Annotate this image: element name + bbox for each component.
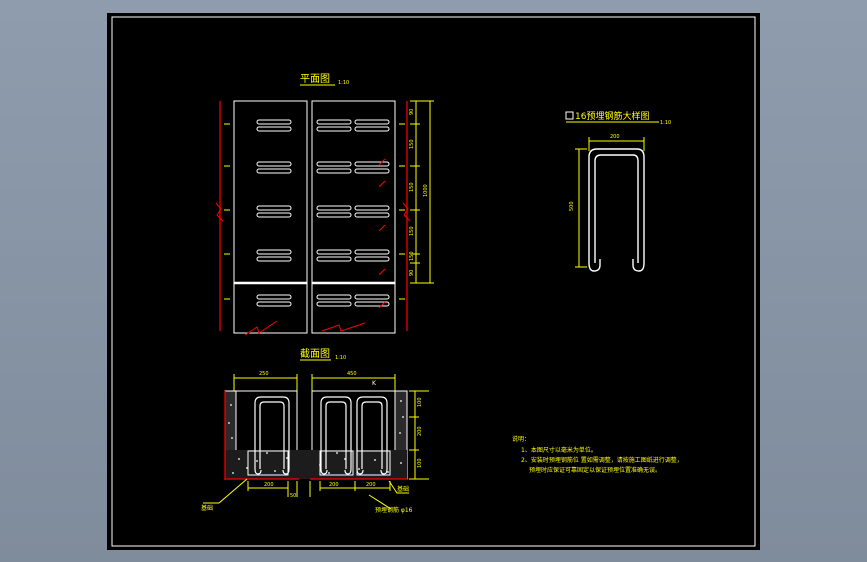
section-dim-bottom-mid: 200 [329,482,339,488]
section-callout-lines [203,478,409,510]
plan-scale: 1:10 [338,80,349,86]
section-top-dims [233,374,396,391]
plan-break-left [215,202,224,222]
plan-dim-6: 90 [409,270,415,276]
plan-slab-right [311,100,396,334]
plan-title: 平面图 [300,73,330,85]
section-dim-small-left: 50 [290,493,296,499]
detail-dim-width: 200 [610,134,620,140]
plan-dim-2: 150 [409,139,415,149]
notes-heading: 说明： [512,435,530,443]
section-right-dims [409,390,429,480]
detail-view: 16预埋钢筋大样图 1:10 200 500 [565,110,671,272]
drawing-svg: 平面图 1:10 [111,16,756,547]
detail-dim-height: 500 [569,201,575,211]
section-side-dim-1: 100 [417,397,423,407]
section-scale: 1:10 [335,355,346,361]
section-marker-k: K [372,380,377,387]
callout-bottom: 预埋钢筋 φ16 [375,506,413,514]
section-dim-top-right: 450 [347,371,357,377]
section-rebars [254,396,388,475]
detail-dims [575,137,645,268]
section-dim-top-left: 250 [259,371,269,377]
section-side-dim-3: 100 [417,458,423,468]
plan-view: 平面图 1:10 [215,73,434,336]
notes-line-3: 预埋时应保证可靠固定以保证预埋位置准确无误。 [529,466,661,474]
section-title: 截面图 [300,347,330,360]
section-dim-bottom-right: 200 [366,482,376,488]
section-pad-mid [319,450,354,476]
plan-dim-1: 90 [409,109,415,115]
callout-left: 基础 [201,504,213,512]
plan-dim-5: 150 [409,251,415,261]
detail-rebar [588,148,645,272]
plan-slab-left [233,100,308,334]
plan-dim-4: 150 [409,226,415,236]
plan-total-dim: 1000 [423,184,429,197]
notes-line-2: 2、安装时预埋钢筋位 置如需调整，请按施工图纸进行调整， [521,456,683,464]
plan-break-right [402,202,411,222]
sheet-frame [111,16,756,547]
section-bottom-dims [247,481,391,497]
notes-line-1: 1、本图尺寸以毫米为单位。 [521,446,597,454]
plan-dim-labels: 90 150 150 150 150 90 1000 [409,109,429,276]
detail-scale: 1:10 [660,120,671,126]
detail-title-box [565,111,574,120]
plan-slots-left [256,119,292,307]
section-side-dim-2: 200 [417,426,423,436]
detail-title: 16预埋钢筋大样图 [575,110,649,122]
plan-edge-ticks [224,123,405,300]
plan-dim-chain [410,100,434,284]
notes: 说明： 1、本图尺寸以毫米为单位。 2、安装时预埋钢筋位 置如需调整，请按施工图… [512,435,683,474]
section-dim-bottom-left: 200 [264,482,274,488]
plan-dim-3: 150 [409,182,415,192]
callout-right: 基础 [397,485,409,493]
plan-red-marks [244,158,386,336]
section-pad-left [247,450,289,476]
section-view: 截面图 1:10 250 450 K [201,347,429,514]
plan-slots-right [316,119,390,307]
drawing-canvas[interactable]: 平面图 1:10 [107,13,760,550]
